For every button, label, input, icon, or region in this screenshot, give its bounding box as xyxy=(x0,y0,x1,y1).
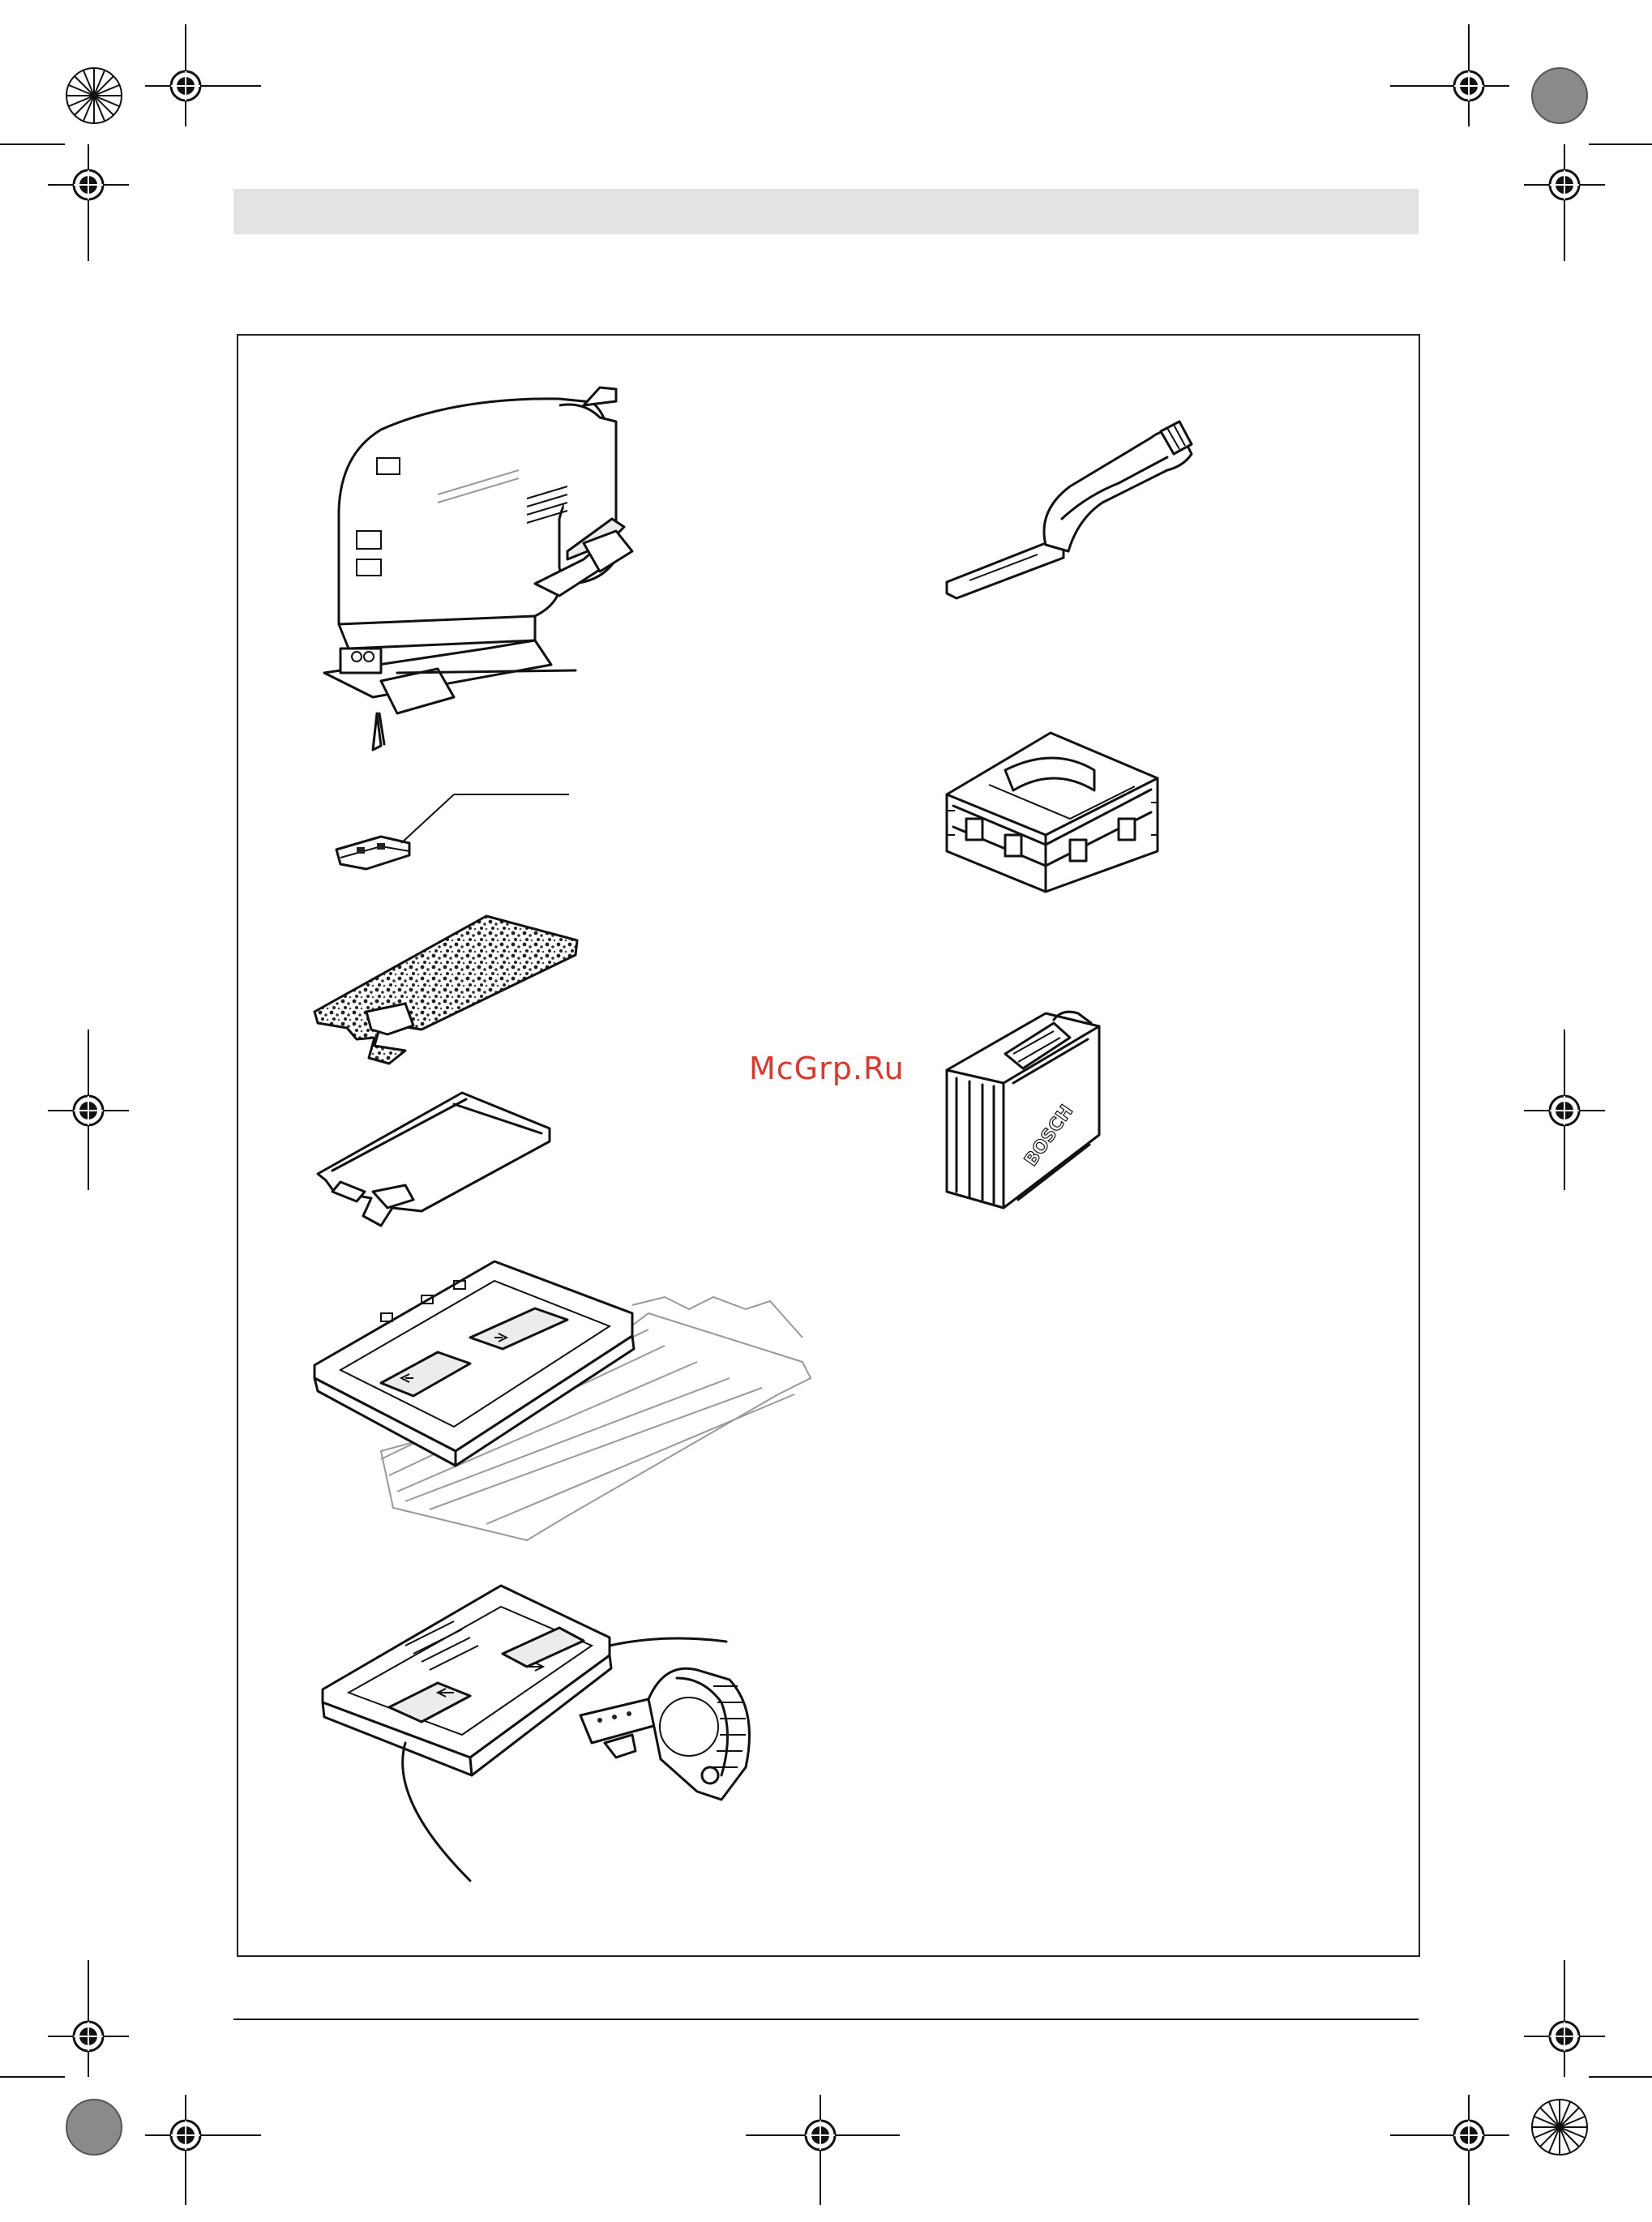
guide-rail-adapter-icon xyxy=(315,1261,811,1540)
sliding-shoe-icon xyxy=(318,1093,550,1226)
watermark-text: McGrp.Ru xyxy=(749,1051,905,1086)
carrying-case-icon: BOSCH xyxy=(947,1012,1099,1208)
footplate-cover-icon xyxy=(315,916,577,1064)
parallel-guide-icon xyxy=(323,1586,750,1881)
extraction-adapter-icon xyxy=(947,422,1192,598)
anti-splinter-insert-icon xyxy=(336,794,569,869)
l-boxx-case-icon xyxy=(947,733,1158,892)
jigsaw-icon xyxy=(324,387,632,750)
